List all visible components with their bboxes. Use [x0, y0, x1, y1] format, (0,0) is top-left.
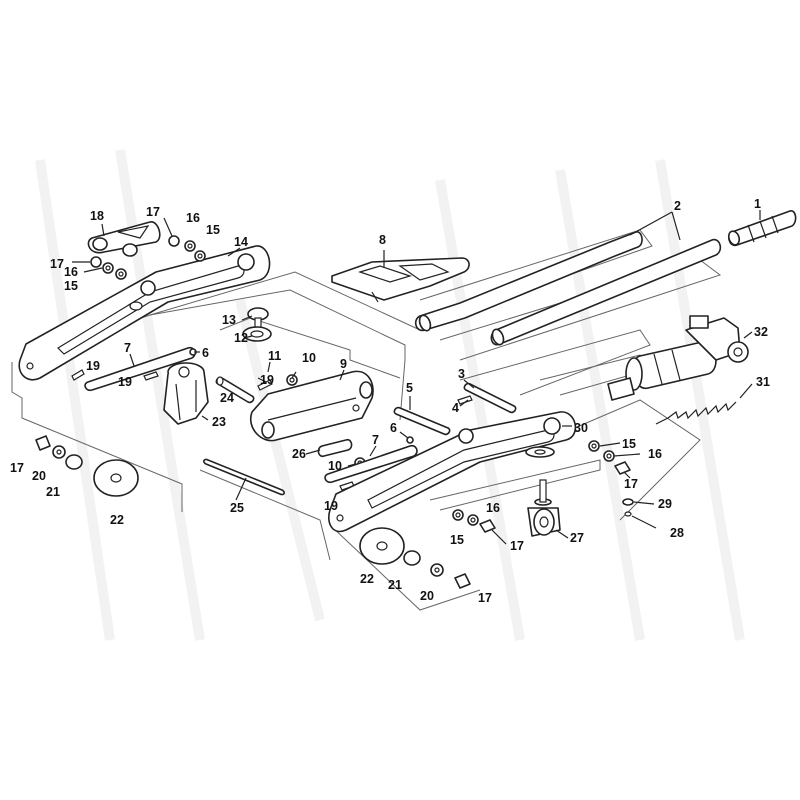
callout-15-upper-left: 15 — [64, 279, 78, 293]
part-2-handle-tubes — [414, 231, 722, 346]
callout-12: 12 — [234, 331, 248, 345]
callout-17-right: 17 — [624, 477, 638, 491]
callout-11: 11 — [268, 349, 281, 363]
callout-7-left: 7 — [124, 341, 131, 355]
part-3-4-5-pins — [393, 382, 517, 436]
callout-10-lower: 10 — [328, 459, 342, 473]
callout-22-right: 22 — [360, 572, 374, 586]
callout-leaders — [72, 210, 761, 545]
callout-13: 13 — [222, 313, 236, 327]
callout-15-center: 15 — [450, 533, 464, 547]
callout-17-left: 17 — [10, 461, 24, 475]
callout-19-upper: 19 — [260, 373, 274, 387]
part-11-19-clips — [71, 369, 355, 491]
part-27-caster — [527, 479, 561, 537]
callout-19-mid: 19 — [118, 375, 132, 389]
wheel-assembly-left — [35, 435, 139, 497]
small-washers-upper-left — [90, 235, 206, 280]
callout-3: 3 — [458, 367, 465, 381]
callout-23: 23 — [212, 415, 226, 429]
callout-19-left: 19 — [86, 359, 100, 373]
fasteners-right — [588, 440, 634, 517]
part-32-hydraulic-pump — [607, 315, 749, 401]
callout-27: 27 — [570, 531, 584, 545]
callout-10-upper: 10 — [302, 351, 316, 365]
callout-17-upper-left: 17 — [50, 257, 64, 271]
callout-15-right: 15 — [622, 437, 636, 451]
callout-16-center: 16 — [486, 501, 500, 515]
callout-20-right: 20 — [420, 589, 434, 603]
part-13-12-saddle — [242, 307, 272, 342]
part-1-handle-grip — [727, 210, 797, 247]
callout-1: 1 — [754, 197, 761, 211]
callout-8: 8 — [379, 233, 386, 247]
callout-17-upper: 17 — [146, 205, 160, 219]
wheel-assembly-right — [359, 527, 471, 589]
part-18-link — [87, 221, 161, 257]
callout-7-right: 7 — [372, 433, 379, 447]
callout-28: 28 — [670, 526, 684, 540]
callout-18: 18 — [90, 209, 104, 223]
part-14-side-plate-left — [18, 245, 271, 381]
callout-2: 2 — [674, 199, 681, 213]
callout-32: 32 — [754, 325, 768, 339]
callout-17-lower: 17 — [478, 591, 492, 605]
part-30-side-plate-right — [328, 411, 577, 533]
callout-5: 5 — [406, 381, 413, 395]
callout-14: 14 — [234, 235, 248, 249]
callout-16-right: 16 — [648, 447, 662, 461]
fasteners-center — [452, 509, 496, 533]
part-24-pin — [215, 376, 255, 404]
callout-31: 31 — [756, 375, 770, 389]
part-7-link-bar-left — [84, 346, 196, 392]
part-8-handle-bracket — [331, 257, 470, 303]
callout-25: 25 — [230, 501, 244, 515]
callout-22-left: 22 — [110, 513, 124, 527]
callout-21-left: 21 — [46, 485, 60, 499]
callout-30: 30 — [574, 421, 588, 435]
part-9-center-block — [249, 370, 374, 442]
callout-26: 26 — [292, 447, 306, 461]
callout-21-right: 21 — [388, 578, 402, 592]
callout-16-upper-left: 16 — [64, 265, 78, 279]
callout-4: 4 — [452, 401, 459, 415]
part-23-lift-block — [163, 348, 209, 425]
callout-labels: 1 2 3 4 5 6 6 7 7 8 9 10 10 11 12 13 14 … — [10, 197, 770, 605]
callout-15-upper-right: 15 — [206, 223, 220, 237]
callout-19-lower: 19 — [324, 499, 338, 513]
callout-29: 29 — [658, 497, 672, 511]
callout-6-left: 6 — [202, 346, 209, 360]
callout-16-upper-right: 16 — [186, 211, 200, 225]
callout-24: 24 — [220, 391, 234, 405]
part-31-spring — [655, 401, 737, 425]
part-25-axle — [203, 458, 285, 496]
callout-9: 9 — [340, 357, 347, 371]
callout-17-center: 17 — [510, 539, 524, 553]
callout-20-left: 20 — [32, 469, 46, 483]
callout-6-right: 6 — [390, 421, 397, 435]
